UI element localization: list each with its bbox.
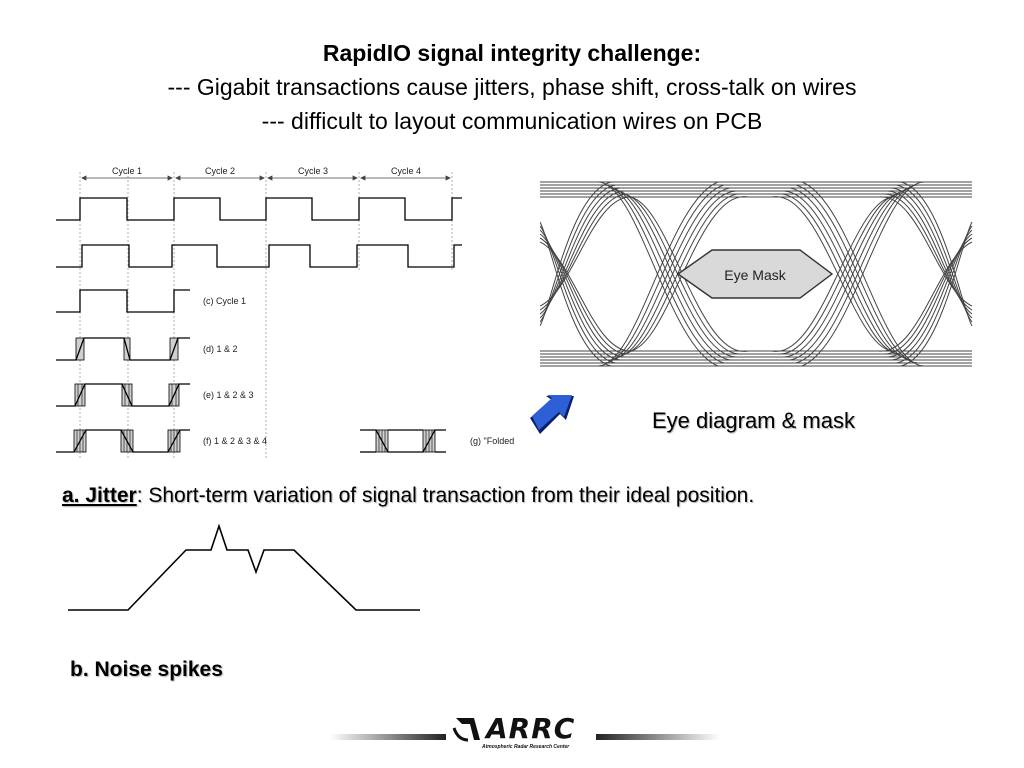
cycle-arrows [81,175,451,181]
eye-trace [882,237,973,355]
waveform-f [56,429,190,453]
arrc-emblem-icon [452,718,480,742]
logo-text: ARRC [486,712,576,745]
eye-trace [896,184,973,323]
noise-spikes-label: b. Noise spikes [70,658,223,681]
cycle-3-label: Cycle 3 [298,166,328,176]
eye-trace [540,196,634,307]
eye-trace [540,187,972,361]
eye-trace [878,241,973,352]
eye-diagram-caption: Eye diagram & mask [652,408,855,433]
pointer-arrow-icon [530,395,574,434]
eye-mask-label: Eye Mask [724,267,786,283]
eye-trace [540,190,972,358]
eye-trace [540,181,972,367]
eye-trace [540,184,616,323]
jitter-term: a. Jitter [62,484,137,507]
timing-diagram: Cycle 1 Cycle 2 Cycle 3 Cycle 4 [56,166,514,460]
logo-subtitle: Atmospheric Radar Research Center [482,744,570,750]
eye-trace [540,233,625,358]
eye-trace [887,233,973,358]
footer-logo: ARRC Atmospheric Radar Research Center [330,712,720,752]
waveform-b [56,244,462,268]
waveform-a [56,197,462,221]
eye-trace [887,190,973,315]
cycle-4-label: Cycle 4 [391,166,421,176]
eye-trace [540,193,972,355]
cycle-2-label: Cycle 2 [205,166,235,176]
eye-trace [540,237,630,355]
eye-trace [540,196,972,352]
eye-trace [540,225,616,364]
jitter-definition: a. Jitter: Short-term variation of signa… [62,484,754,508]
label-f: (f) 1 & 2 & 3 & 4 [203,436,267,446]
label-e: (e) 1 & 2 & 3 [203,390,254,400]
label-g: (g) "Folded [470,436,514,446]
eye-trace [540,187,972,361]
eye-trace [540,241,634,352]
slide-title: RapidIO signal integrity challenge: --- … [0,36,1024,138]
jitter-text: : Short-term variation of signal transac… [136,484,755,507]
eye-trace [540,193,630,311]
eye-traces [540,181,973,367]
eye-trace [896,225,973,364]
eye-trace [878,196,973,307]
eye-trace [540,181,972,367]
label-c: (c) Cycle 1 [203,296,246,306]
title-line-3: --- difficult to layout communication wi… [261,108,763,134]
waveform-c [56,289,190,313]
label-d: (d) 1 & 2 [203,344,238,354]
eye-trace [540,193,972,355]
noise-spike-waveform [68,523,420,611]
waveform-e [56,383,190,407]
eye-trace [540,190,972,358]
waveform-g [360,429,446,453]
title-line-1: RapidIO signal integrity challenge: [322,40,702,66]
eye-mask-shape [676,249,834,299]
eye-trace [540,184,972,364]
eye-trace [882,193,973,311]
eye-trace [540,190,625,315]
eye-trace [540,184,972,364]
footer-bar-left [330,734,446,740]
cycle-1-label: Cycle 1 [112,166,142,176]
eye-diagram: Eye Mask [540,181,973,367]
title-line-2: --- Gigabit transactions cause jitters, … [167,74,857,100]
footer-bar-right [596,734,720,740]
eye-trace [540,196,972,352]
waveform-d [56,337,190,361]
